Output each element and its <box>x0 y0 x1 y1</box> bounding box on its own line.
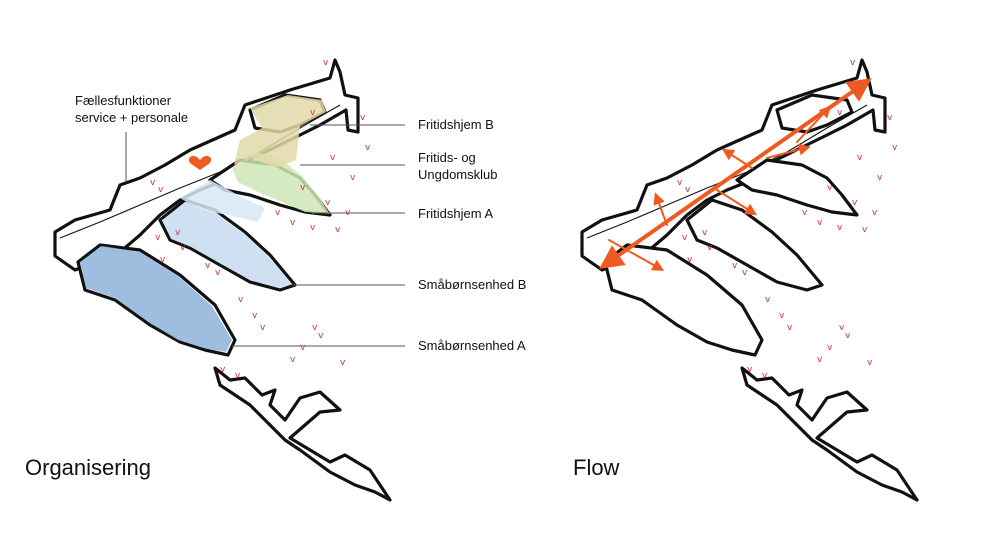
label-fritids-ungdomsklub: Fritids- og Ungdomsklub <box>418 150 498 182</box>
tree-marker: v <box>682 233 688 243</box>
tree-marker: v <box>235 371 241 381</box>
tree-marker: v <box>323 58 329 68</box>
tree-marker: v <box>260 323 266 333</box>
tree-marker: v <box>160 255 166 265</box>
branch-arrow-2 <box>653 192 668 226</box>
tree-marker: v <box>335 225 341 235</box>
zone-overlays <box>80 95 330 352</box>
tree-marker: v <box>732 261 738 271</box>
tree-marker: v <box>850 58 856 68</box>
tree-marker: v <box>707 243 713 253</box>
tree-marker: v <box>310 108 316 118</box>
tree-marker: v <box>238 295 244 305</box>
tree-marker: v <box>685 185 691 195</box>
tree-marker: v <box>827 183 833 193</box>
tree-marker: v <box>345 208 351 218</box>
heart-icon <box>188 155 212 170</box>
tree-marker: v <box>747 365 753 375</box>
tree-marker: v <box>290 218 296 228</box>
tree-marker: v <box>887 113 893 123</box>
tree-marker: v <box>330 153 336 163</box>
tree-marker: v <box>787 323 793 333</box>
tree-marker: v <box>857 153 863 163</box>
tree-marker: v <box>310 223 316 233</box>
tree-marker: v <box>220 365 226 375</box>
tree-marker: v <box>365 143 371 153</box>
tree-marker: v <box>677 178 683 188</box>
tree-marker: v <box>872 208 878 218</box>
label-smaaboernsenhed-b: Småbørnsenhed B <box>418 277 526 292</box>
tree-marker: v <box>300 343 306 353</box>
diagram-title-flow: Flow <box>573 455 620 480</box>
branch-arrow-6 <box>796 105 832 143</box>
tree-marker: v <box>325 198 331 208</box>
tree-marker: v <box>350 173 356 183</box>
tree-marker: v <box>867 358 873 368</box>
label-fritidshjem-b: Fritidshjem B <box>418 117 494 132</box>
tree-marker: v <box>892 143 898 153</box>
tree-marker: v <box>300 183 306 193</box>
tree-marker: v <box>205 261 211 271</box>
label-ungdomsklub-line-1: Fritids- og <box>418 150 476 165</box>
tree-marker: v <box>175 228 181 238</box>
tree-marker: v <box>702 228 708 238</box>
zone-ungdomsklub <box>232 152 330 214</box>
building-mass-flow <box>580 58 919 502</box>
tree-marker: v <box>802 208 808 218</box>
tree-marker: v <box>877 173 883 183</box>
branch-arrow-4 <box>721 148 753 169</box>
tree-marker: v <box>318 331 324 341</box>
diagram-title-organisering: Organisering <box>25 455 151 480</box>
tree-marker: v <box>215 268 221 278</box>
leader-lines <box>125 124 405 347</box>
tree-marker: v <box>312 323 318 333</box>
label-smaaboernsenhed-a: Småbørnsenhed A <box>418 338 526 353</box>
zone-fritidshjem-b <box>234 95 326 168</box>
tree-marker: v <box>765 295 771 305</box>
tree-marker: v <box>837 223 843 233</box>
tree-marker: v <box>827 343 833 353</box>
label-faellesfunktioner: Fællesfunktioner service + personale <box>75 93 188 125</box>
tree-marker: v <box>779 311 785 321</box>
tree-marker: v <box>862 225 868 235</box>
tree-marker: v <box>837 108 843 118</box>
tree-marker: v <box>180 243 186 253</box>
tree-marker: v <box>687 255 693 265</box>
label-fritidshjem-a: Fritidshjem A <box>418 206 493 221</box>
tree-marker: v <box>817 355 823 365</box>
tree-marker: v <box>155 233 161 243</box>
tree-marker: v <box>150 178 156 188</box>
tree-marker: v <box>360 113 366 123</box>
tree-marker: v <box>762 371 768 381</box>
branch-arrow-1 <box>608 239 665 271</box>
flow-arrows <box>599 78 872 271</box>
tree-marker: v <box>252 311 258 321</box>
label-faelles-line-1: Fællesfunktioner <box>75 93 172 108</box>
branch-arrow-3 <box>716 189 758 216</box>
tree-marker: v <box>290 355 296 365</box>
zone-fritidshjem-a <box>180 180 265 222</box>
tree-marker: v <box>742 268 748 278</box>
zone-smaaboernsenhed-a <box>80 246 232 352</box>
branch-arrow-5 <box>766 143 811 159</box>
tree-marker: v <box>275 208 281 218</box>
label-faelles-line-2: service + personale <box>75 110 188 125</box>
organisering-diagram: Fællesfunktioner service + personale Fri… <box>25 58 526 502</box>
label-ungdomsklub-line-2: Ungdomsklub <box>418 167 498 182</box>
tree-marker: v <box>340 358 346 368</box>
tree-marker: v <box>845 331 851 341</box>
tree-marker: v <box>158 185 164 195</box>
tree-marker: v <box>839 323 845 333</box>
tree-marker: v <box>852 198 858 208</box>
zone-smaaboernsenhed-b <box>162 202 292 288</box>
tree-marker: v <box>817 218 823 228</box>
